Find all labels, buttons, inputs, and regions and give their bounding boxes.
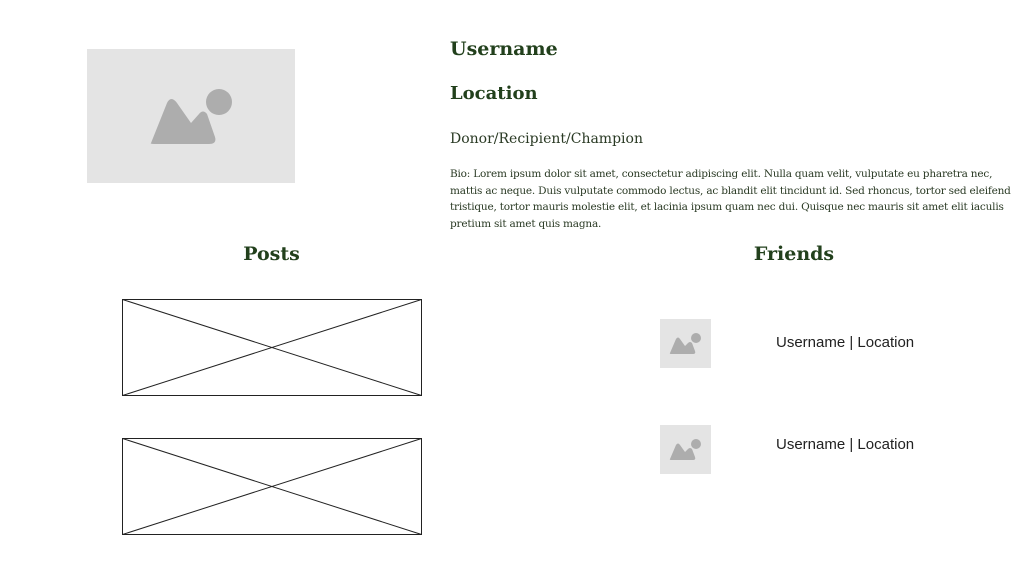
image-placeholder-icon [150,89,232,144]
crossed-box-icon [122,299,422,396]
image-placeholder-icon [669,333,701,354]
profile-avatar [87,49,295,183]
posts-heading: Posts [243,243,300,265]
post-placeholder[interactable] [122,438,422,535]
friend-label[interactable]: Username | Location [776,436,915,453]
profile-username: Username [450,38,558,60]
crossed-box-icon [122,438,422,535]
profile-role: Donor/Recipient/Champion [450,131,643,147]
friend-label[interactable]: Username | Location [776,334,915,351]
image-placeholder-icon [669,439,701,460]
profile-location: Location [450,83,538,104]
friend-avatar[interactable] [660,425,711,474]
friend-avatar[interactable] [660,319,711,368]
profile-bio: Bio: Lorem ipsum dolor sit amet, consect… [450,168,1011,230]
post-placeholder[interactable] [122,299,422,396]
friends-heading: Friends [753,243,835,265]
